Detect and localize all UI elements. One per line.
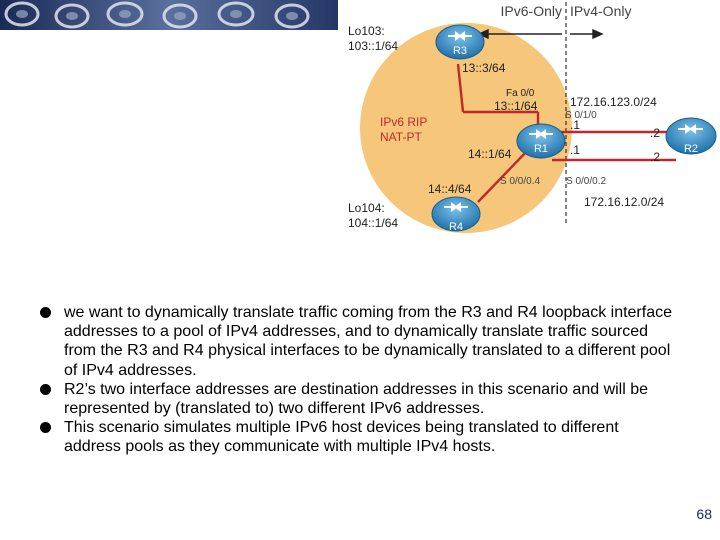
ipv4-direction-arrow	[570, 30, 602, 38]
zone-label-ipv6-rip: IPv6 RIP	[380, 115, 427, 129]
r1-lower-host-label: .1	[570, 143, 580, 157]
s0-0-0-4-interface-label: S 0/0/0.4	[500, 176, 540, 187]
bullet-list: we want to dynamically translate traffic…	[40, 303, 680, 457]
bullet-item: R2’s two interface addresses are destina…	[40, 380, 680, 418]
header-banner-image	[0, 0, 338, 30]
router-r2-label: R2	[684, 143, 698, 155]
router-r1-label: R1	[534, 143, 548, 155]
router-r2: R2	[666, 118, 716, 155]
bullet-text: This scenario simulates multiple IPv6 ho…	[64, 419, 619, 455]
lo103-name-label: Lo103:	[348, 24, 385, 38]
fa-interface-label: Fa 0/0	[506, 88, 535, 99]
bullet-dot-icon	[40, 422, 51, 433]
network-topology-diagram: IPv6-Only IPv4-Only R3 R1 R2	[338, 0, 720, 240]
bullet-dot-icon	[40, 384, 51, 395]
lo104-name-label: Lo104:	[348, 201, 385, 215]
ipv4-only-header: IPv4-Only	[570, 3, 631, 19]
router-r3-label: R3	[453, 45, 467, 57]
bullet-text: we want to dynamically translate traffic…	[64, 304, 672, 379]
router-r1: R1	[517, 124, 565, 158]
r1-s000-address-label: 14::1/64	[468, 147, 512, 161]
r2-bottom-host-label: .2	[650, 150, 660, 164]
ipv6-only-header: IPv6-Only	[501, 3, 562, 19]
r1-fa-address-label: 13::1/64	[494, 99, 538, 113]
bullet-text: R2’s two interface addresses are destina…	[64, 381, 648, 417]
zone-label-nat-pt: NAT-PT	[380, 130, 422, 144]
page-number: 68	[696, 506, 712, 522]
network-172-16-123-label: 172.16.123.0/24	[570, 95, 657, 109]
r4-link-address-label: 14::4/64	[428, 182, 472, 196]
r1-s010-host-label: .1	[570, 118, 580, 132]
router-r4-label: R4	[449, 221, 463, 233]
lo104-address-label: 104::1/64	[348, 216, 398, 230]
router-r3: R3	[436, 25, 484, 59]
network-172-16-12-label: 172.16.12.0/24	[584, 195, 664, 209]
bullet-dot-icon	[40, 307, 51, 318]
bullet-item: This scenario simulates multiple IPv6 ho…	[40, 418, 680, 456]
bullet-item: we want to dynamically translate traffic…	[40, 303, 680, 380]
lo103-address-label: 103::1/64	[348, 39, 398, 53]
r2-top-host-label: .2	[650, 126, 660, 140]
r3-link-address-label: 13::3/64	[462, 61, 506, 75]
s0-0-0-2-interface-label: S 0/0/0.2	[566, 176, 606, 187]
